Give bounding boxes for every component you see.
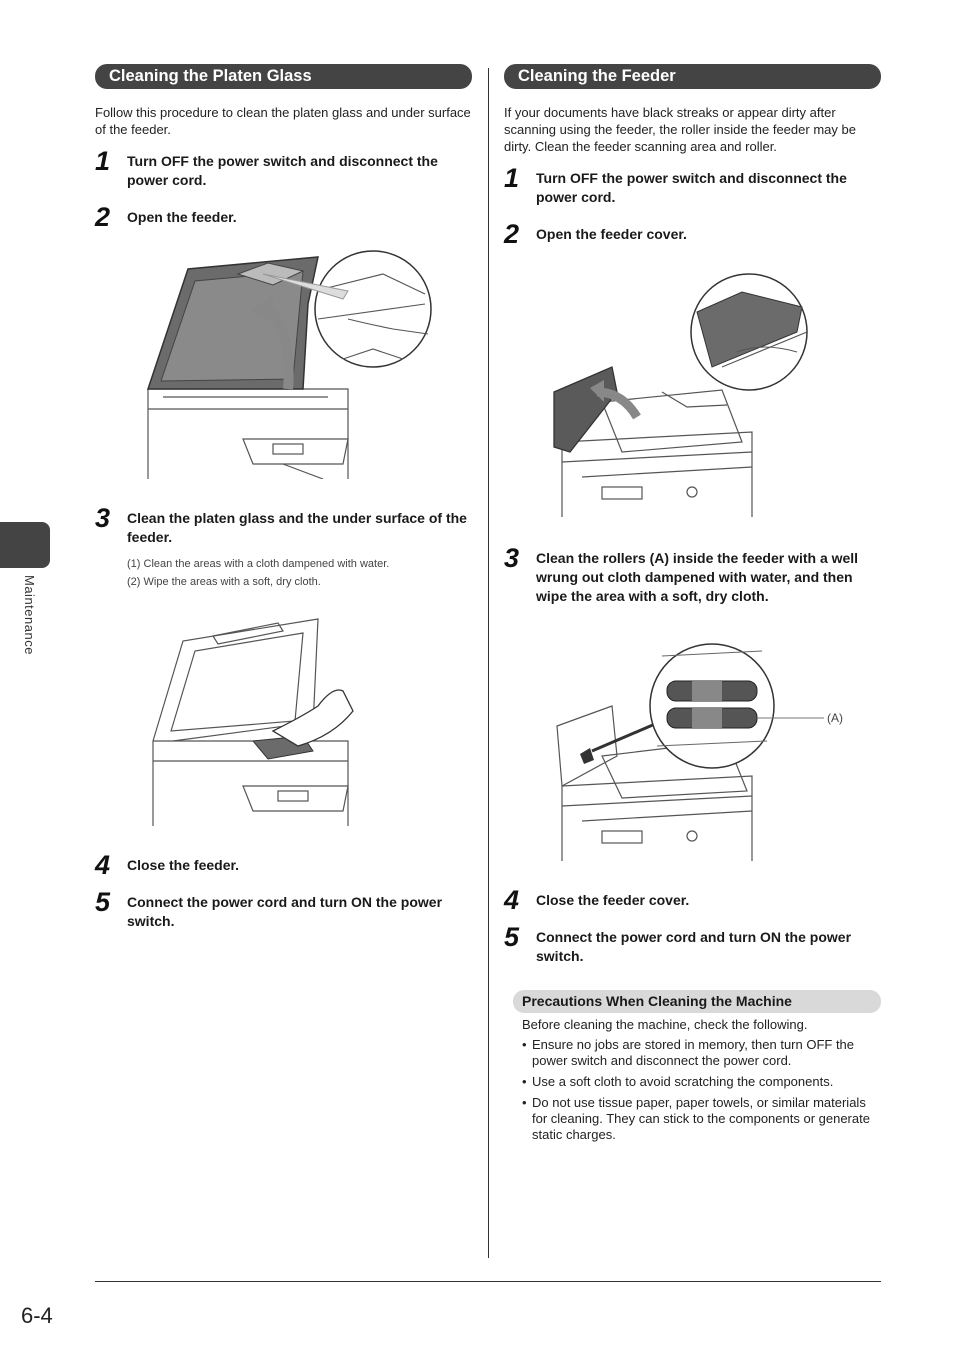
figure-clean-rollers: (A)	[552, 636, 881, 861]
intro-platen: Follow this procedure to clean the plate…	[95, 105, 471, 137]
substep-1: (1) Clean the areas with a cloth dampene…	[127, 558, 390, 570]
page-number: 6-4	[21, 1303, 53, 1328]
chapter-label: Maintenance	[22, 575, 37, 655]
precautions-title: Precautions When Cleaning the Machine	[513, 990, 881, 1013]
feeder-section: Cleaning the Feeder If your documents ha…	[504, 64, 881, 1148]
clean-rollers-illustration: (A)	[556, 643, 843, 861]
figure-open-feeder-cover	[552, 272, 881, 517]
precautions-body: Before cleaning the machine, check the f…	[522, 1017, 881, 1143]
platen-glass-section: Cleaning the Platen Glass Follow this pr…	[95, 64, 472, 931]
footer-rule	[95, 1281, 881, 1282]
clean-glass-illustration	[152, 618, 354, 826]
precaution-item: Do not use tissue paper, paper towels, o…	[522, 1095, 881, 1143]
precaution-item: Use a soft cloth to avoid scratching the…	[522, 1074, 881, 1090]
substeps-platen: (1) Clean the areas with a cloth dampene…	[127, 555, 472, 591]
figure-open-feeder	[143, 249, 472, 479]
intro-feeder: If your documents have black streaks or …	[504, 105, 856, 154]
column-divider	[488, 68, 489, 1258]
figure-clean-glass	[143, 611, 472, 826]
step-5-platen: 5 Connect the power cord and turn ON the…	[95, 887, 443, 929]
step-3-platen: 3 Clean the platen glass and the under s…	[95, 503, 467, 545]
precautions-intro: Before cleaning the machine, check the f…	[522, 1017, 808, 1032]
chapter-tab	[0, 522, 50, 568]
precaution-item: Ensure no jobs are stored in memory, the…	[522, 1037, 881, 1069]
section-title-feeder: Cleaning the Feeder	[504, 64, 881, 89]
section-title-platen: Cleaning the Platen Glass	[95, 64, 472, 89]
step-4-platen: 4 Close the feeder.	[95, 850, 240, 880]
step-3-feeder: 3 Clean the rollers (A) inside the feede…	[504, 543, 859, 604]
open-feeder-illustration	[146, 250, 432, 479]
open-feeder-cover-illustration	[553, 273, 808, 517]
step-2-platen: 2 Open the feeder.	[95, 202, 237, 232]
step-1-platen: 1 Turn OFF the power switch and disconne…	[95, 146, 438, 188]
precautions-list: Ensure no jobs are stored in memory, the…	[522, 1037, 881, 1143]
step-4-feeder: 4 Close the feeder cover.	[504, 885, 690, 915]
substep-2: (2) Wipe the areas with a soft, dry clot…	[127, 576, 321, 588]
roller-label: (A)	[827, 711, 843, 725]
step-2-feeder: 2 Open the feeder cover.	[504, 219, 687, 249]
precautions-box: Precautions When Cleaning the Machine Be…	[504, 990, 881, 1143]
step-5-feeder: 5 Connect the power cord and turn ON the…	[504, 922, 852, 964]
step-1-feeder: 1 Turn OFF the power switch and disconne…	[504, 163, 847, 205]
